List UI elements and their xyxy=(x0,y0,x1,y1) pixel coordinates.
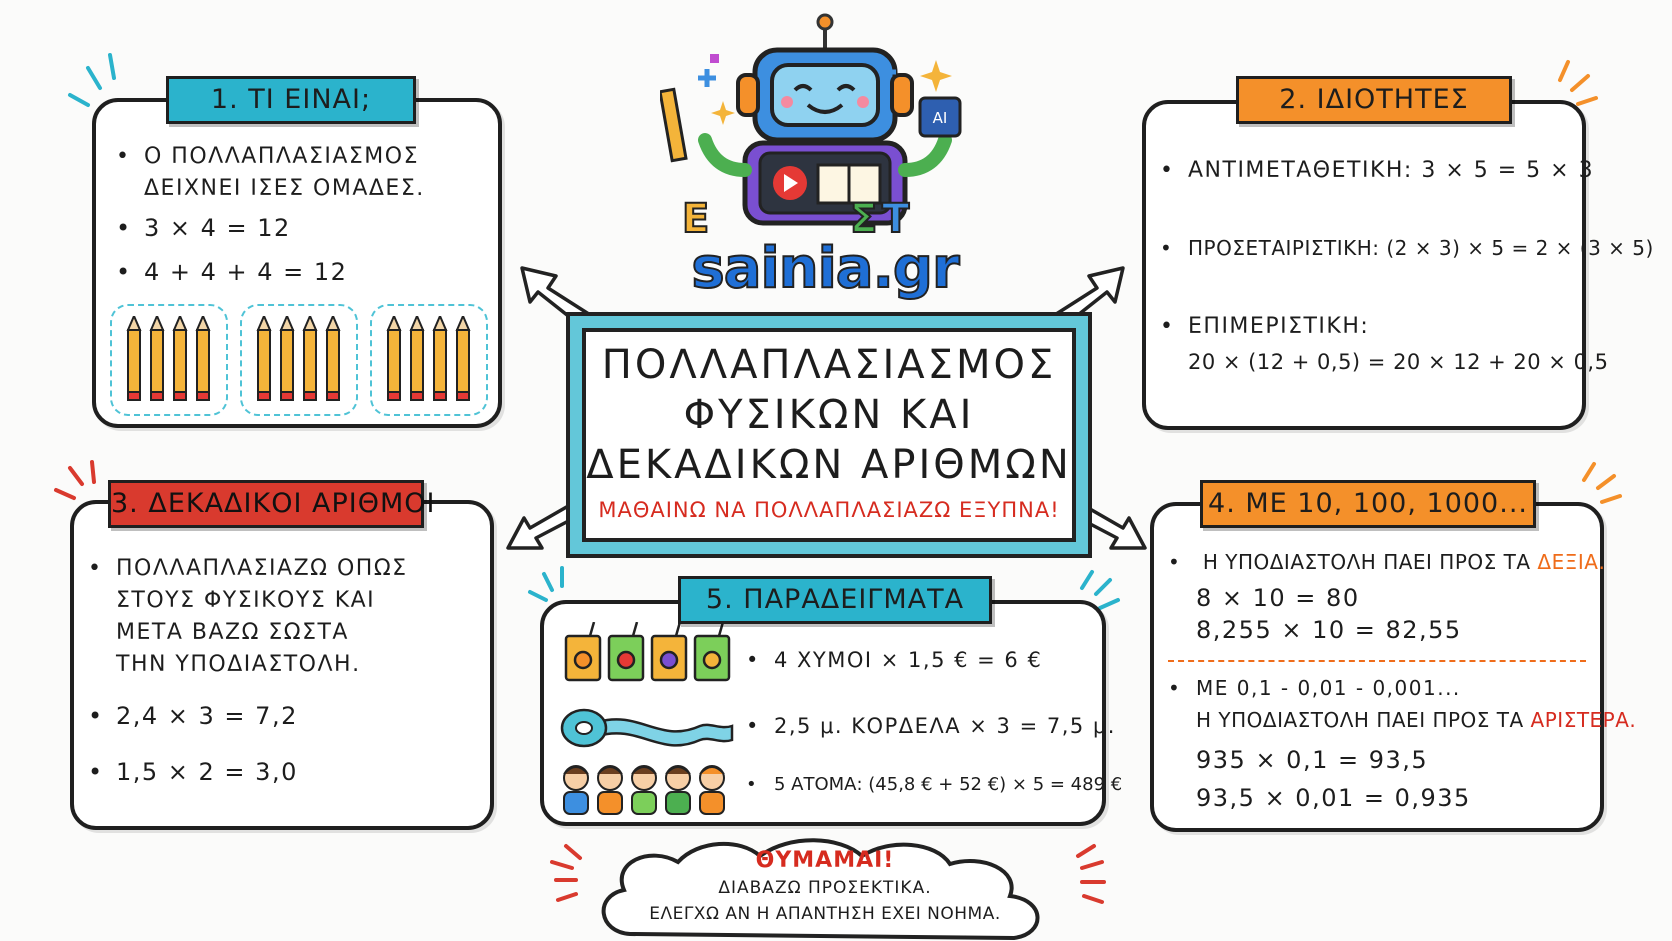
panel-powers-of-ten: Η ΥΠΟΔΙΑΣΤΟΛΗ ΠΑΕΙ ΠΡΟΣ ΤΑ ΔΕΞΙΑ. 8 × 10… xyxy=(1150,502,1636,832)
robot-mascot-icon: AI Ε Σ Τ xyxy=(658,13,962,243)
panel3-tag: 3. ΔΕΚΑΔΙΚΟΙ ΑΡΙΘΜΟΙ xyxy=(108,480,434,528)
pencils-icon xyxy=(386,316,471,401)
panel1-line3: 4 + 4 + 4 = 12 xyxy=(116,258,347,286)
panel4-line2: 8 × 10 = 80 xyxy=(1196,584,1360,612)
panel1-line1a: Ο ΠΟΛΛΑΠΛΑΣΙΑΣΜΟΣ xyxy=(116,144,419,169)
panel1-tag: 1. ΤΙ ΕΙΝΑΙ; xyxy=(166,76,416,124)
panel4-line3: 8,255 × 10 = 82,55 xyxy=(1196,616,1462,644)
panel4-line5: Η ΥΠΟΔΙΑΣΤΟΛΗ ΠΑΕΙ ΠΡΟΣ ΤΑ ΑΡΙΣΤΕΡΑ. xyxy=(1196,708,1636,732)
panel2-line4: 20 × (12 + 0,5) = 20 × 12 + 20 × 0,5 xyxy=(1188,350,1609,374)
logo-text: sainia.gr xyxy=(690,235,960,302)
panel4-line4: ΜΕ 0,1 - 0,01 - 0,001... xyxy=(1168,676,1461,700)
reminder-cloud-icon xyxy=(601,838,1040,941)
panel2-line1: ΑΝΤΙΜΕΤΑΘΕΤΙΚΗ: 3 × 5 = 5 × 3 xyxy=(1160,158,1594,183)
center-title-line-2: ΦΥΣΙΚΩΝ ΚΑΙ xyxy=(683,392,975,438)
pencils-icon xyxy=(126,316,211,401)
panel4-line1: Η ΥΠΟΔΙΑΣΤΟΛΗ ΠΑΕΙ ΠΡΟΣ ΤΑ ΔΕΞΙΑ. xyxy=(1168,550,1605,574)
center-title-line-3: ΔΕΚΑΔΙΚΩΝ ΑΡΙΘΜΩΝ xyxy=(586,442,1072,488)
panel5-line2: 2,5 μ. ΚΟΡΔΕΛΑ × 3 = 7,5 μ. xyxy=(746,714,1116,738)
panel-decimals: ΠΟΛΛΑΠΛΑΣΙΑΖΩ ΟΠΩΣ ΣΤΟΥΣ ΦΥΣΙΚΟΥΣ ΚΑΙ ΜΕ… xyxy=(70,500,494,830)
logo-letter-2: Σ xyxy=(850,196,877,240)
panel1-line2: 3 × 4 = 12 xyxy=(116,214,291,242)
pencil-group-1 xyxy=(110,304,228,416)
panel3-line1b: ΣΤΟΥΣ ΦΥΣΙΚΟΥΣ ΚΑΙ xyxy=(116,588,376,613)
panel4-line6: 935 × 0,1 = 93,5 xyxy=(1196,746,1429,774)
logo-letter-3: Τ xyxy=(882,196,910,240)
pencil-group-2 xyxy=(240,304,358,416)
ribbon-icon xyxy=(560,708,734,748)
ai-badge: AI xyxy=(933,109,948,127)
center-subtitle: ΜΑΘΑΙΝΩ ΝΑ ΠΟΛΛΑΠΛΑΣΙΑΖΩ ΕΞΥΠΝΑ! xyxy=(598,498,1060,522)
arrow-to-panel1-icon xyxy=(520,266,597,332)
panel4-line5-text: Η ΥΠΟΔΙΑΣΤΟΛΗ ΠΑΕΙ ΠΡΟΣ ΤΑ xyxy=(1196,708,1531,732)
panel3-line1a: ΠΟΛΛΑΠΛΑΣΙΑΖΩ ΟΠΩΣ xyxy=(88,556,408,581)
cloud-line2: ΕΛΕΓΧΩ ΑΝ Η ΑΠΑΝΤΗΣΗ ΕΧΕΙ ΝΟΗΜΑ. xyxy=(649,904,1001,924)
arrow-to-panel4-icon xyxy=(1073,503,1147,550)
panel4-right-highlight: ΔΕΞΙΑ. xyxy=(1537,550,1606,574)
panel5-line1: 4 ΧΥΜΟΙ × 1,5 € = 6 € xyxy=(746,648,1042,672)
cloud-title: ΘΥΜΑΜΑΙ! xyxy=(755,848,895,873)
juice-boxes-icon xyxy=(564,622,731,682)
panel4-line1-text: Η ΥΠΟΔΙΑΣΤΟΛΗ ΠΑΕΙ ΠΡΟΣ ΤΑ xyxy=(1202,550,1538,574)
panel-properties: ΑΝΤΙΜΕΤΑΘΕΤΙΚΗ: 3 × 5 = 5 × 3 ΠΡΟΣΕΤΑΙΡΙ… xyxy=(1142,100,1653,430)
arrow-to-panel3-icon xyxy=(506,503,580,550)
panel4-left-highlight: ΑΡΙΣΤΕΡΑ. xyxy=(1530,708,1637,732)
panel-examples: 4 ΧΥΜΟΙ × 1,5 € = 6 € 2,5 μ. ΚΟΡΔΕΛΑ × 3… xyxy=(540,600,1122,826)
logo: AI Ε Σ Τ sainia.gr xyxy=(658,10,990,302)
panel3-line3: 1,5 × 2 = 3,0 xyxy=(88,758,298,786)
panel5-line3: 5 ΑΤΟΜΑ: (45,8 € + 52 €) × 5 = 489 € xyxy=(746,774,1122,795)
arrow-to-panel2-icon xyxy=(1048,266,1125,332)
panel5-tag: 5. ΠΑΡΑΔΕΙΓΜΑΤΑ xyxy=(678,576,992,624)
panel3-line1c: ΜΕΤΑ ΒΑΖΩ ΣΩΣΤΑ xyxy=(116,620,349,645)
cloud-line1: ΔΙΑΒΑΖΩ ΠΡΟΣΕΚΤΙΚΑ. xyxy=(718,878,932,898)
panel2-line2: ΠΡΟΣΕΤΑΙΡΙΣΤΙΚΗ: (2 × 3) × 5 = 2 × (3 × … xyxy=(1160,236,1654,260)
panel2-line3: ΕΠΙΜΕΡΙΣΤΙΚΗ: xyxy=(1160,314,1369,339)
panel3-line2: 2,4 × 3 = 7,2 xyxy=(88,702,298,730)
panel-what-is: Ο ΠΟΛΛΑΠΛΑΣΙΑΣΜΟΣ ΔΕΙΧΝΕΙ ΙΣΕΣ ΟΜΑΔΕΣ. 3… xyxy=(92,98,502,428)
people-icon xyxy=(563,765,725,815)
logo-letter-1: Ε xyxy=(682,196,709,240)
center-board: ΠΟΛΛΑΠΛΑΣΙΑΣΜΟΣ ΦΥΣΙΚΩΝ ΚΑΙ ΔΕΚΑΔΙΚΩΝ ΑΡ… xyxy=(582,328,1076,542)
center-title-line-1: ΠΟΛΛΑΠΛΑΣΙΑΣΜΟΣ xyxy=(601,342,1057,388)
panel4-divider xyxy=(1168,660,1586,662)
pencil-group-3 xyxy=(370,304,488,416)
panel4-line7: 93,5 × 0,01 = 0,935 xyxy=(1196,784,1471,812)
panel4-tag: 4. ΜΕ 10, 100, 1000... xyxy=(1200,480,1536,528)
pencils-icon xyxy=(256,316,341,401)
panel2-tag: 2. ΙΔΙΟΤΗΤΕΣ xyxy=(1236,76,1512,124)
panel3-line1d: ΤΗΝ ΥΠΟΔΙΑΣΤΟΛΗ. xyxy=(116,652,361,677)
panel1-line1b: ΔΕΙΧΝΕΙ ΙΣΕΣ ΟΜΑΔΕΣ. xyxy=(144,176,425,201)
